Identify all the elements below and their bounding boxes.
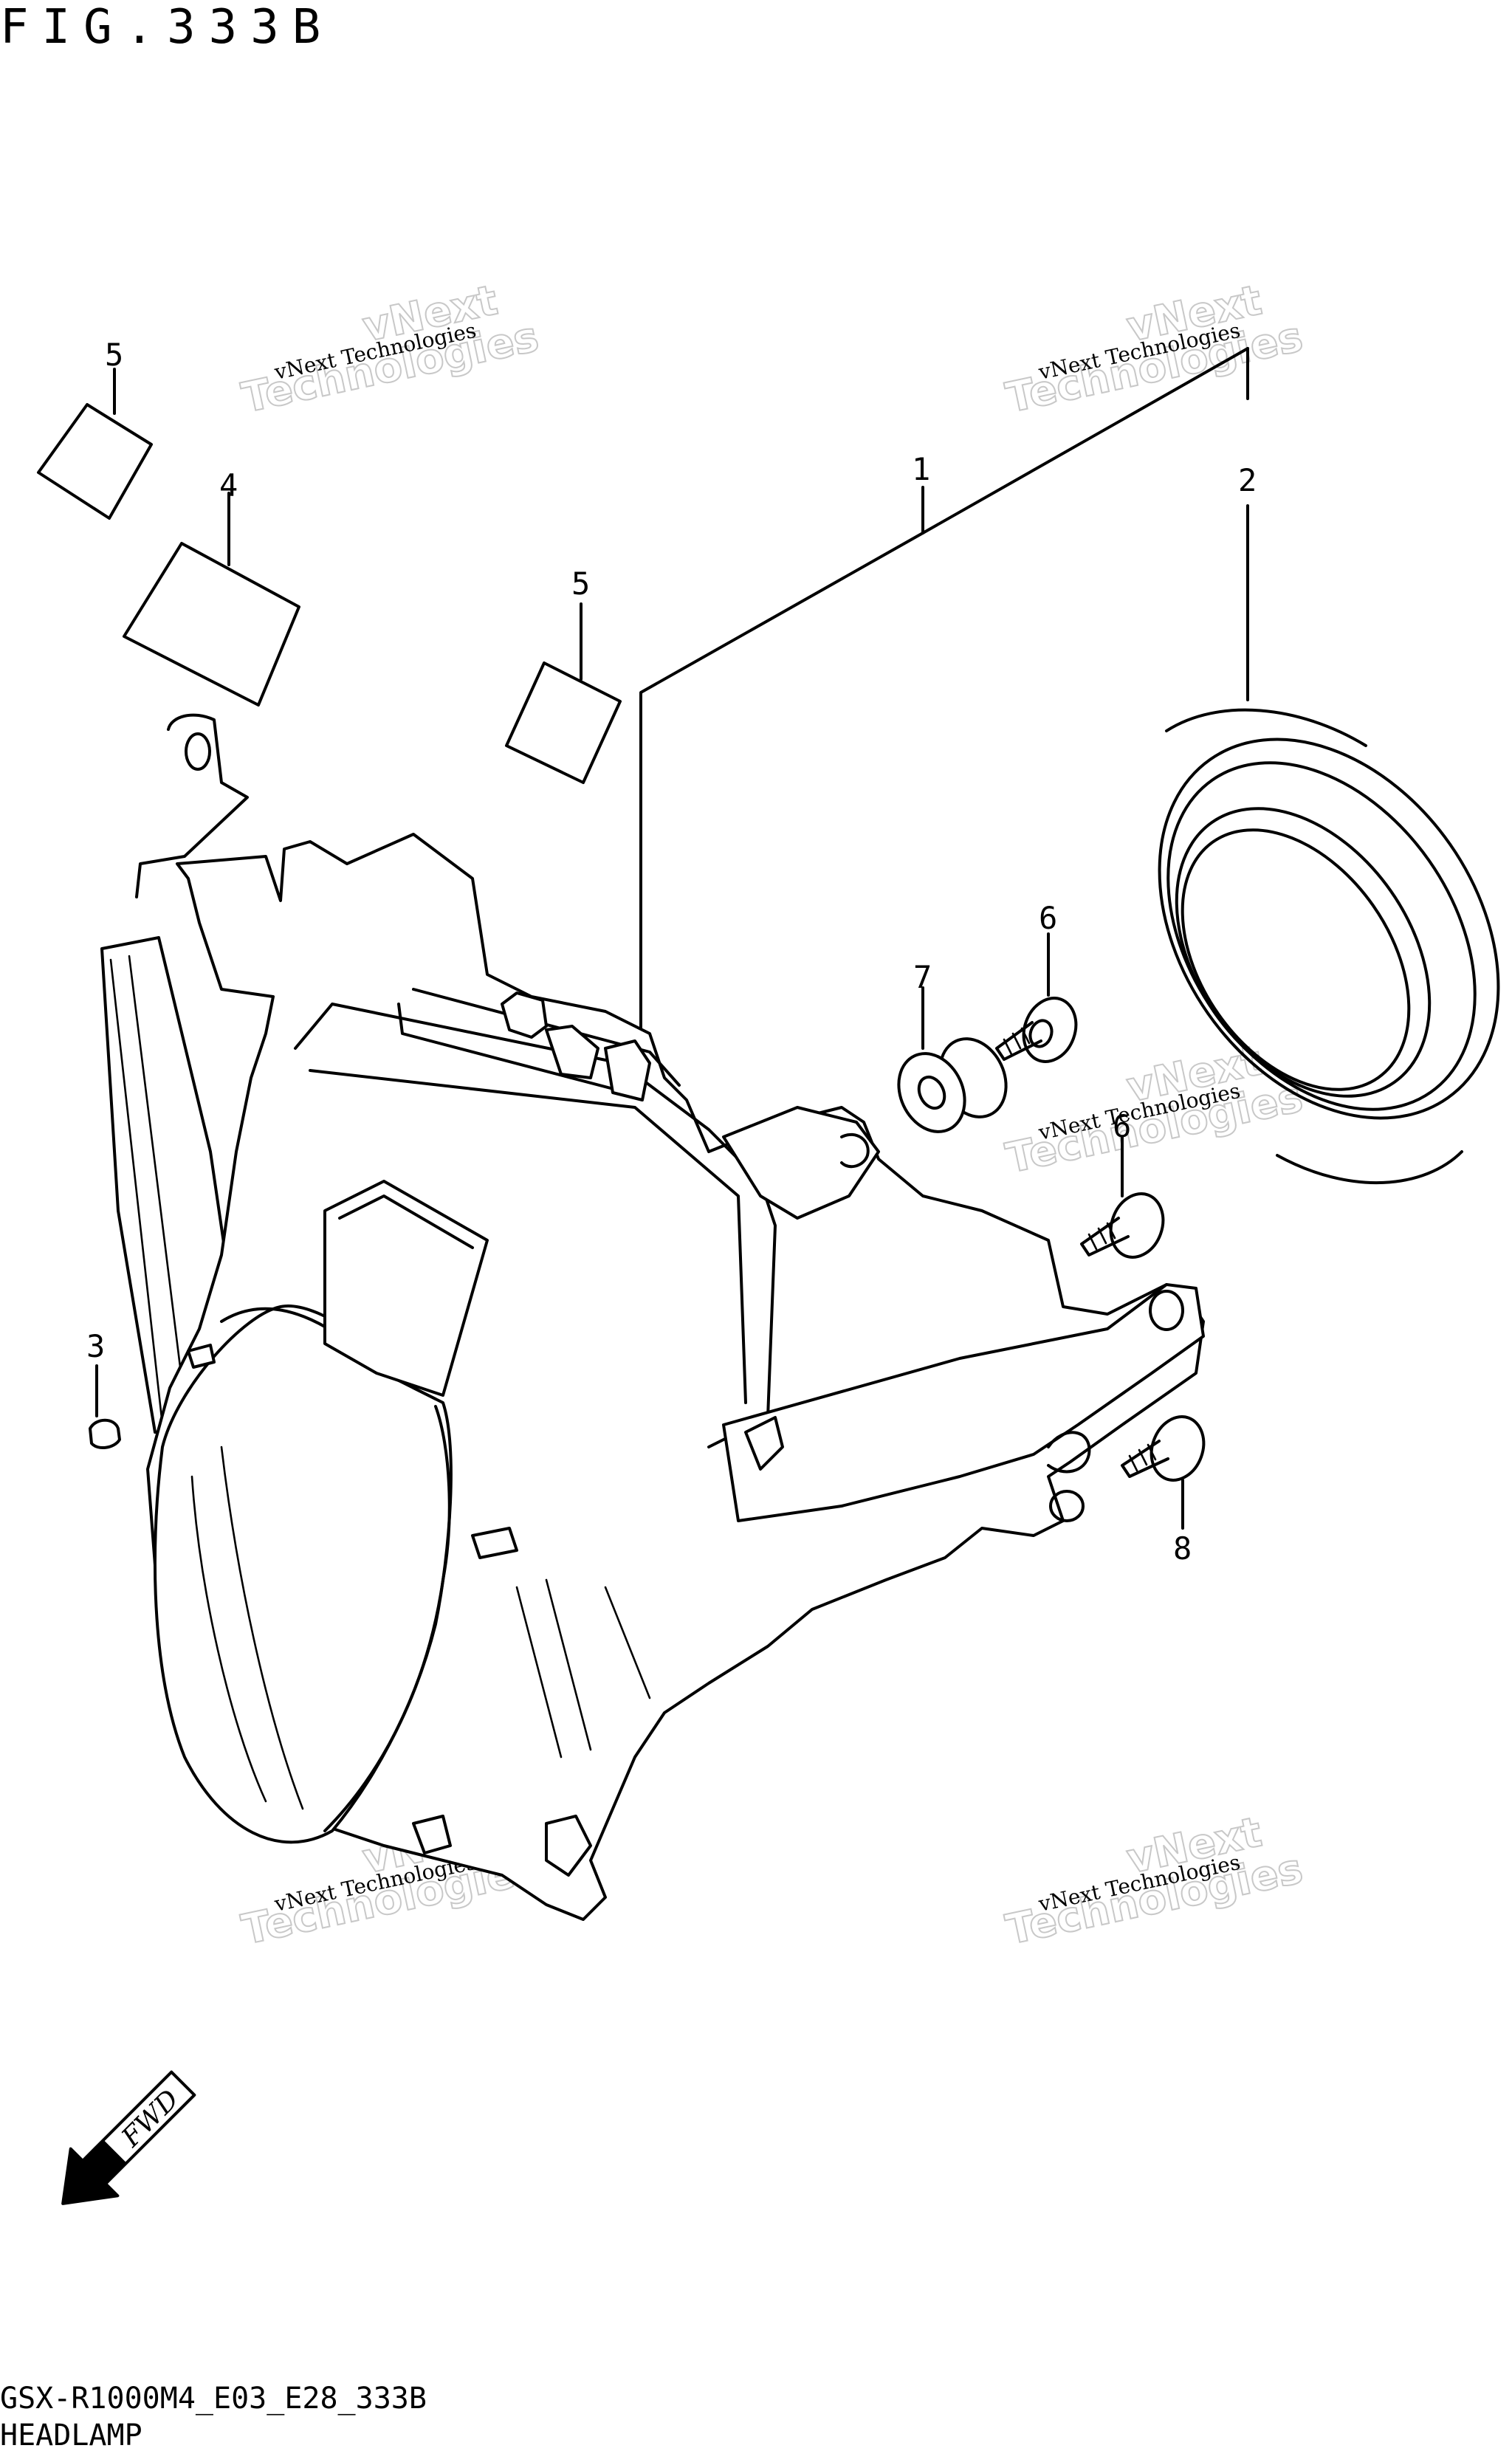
part-6-screw-lower: 6 [1080, 1108, 1165, 1259]
headlamp-assembly [100, 713, 1205, 1921]
figure-title: FIG.333B [0, 0, 334, 55]
callout-6: 6 [1039, 900, 1057, 936]
part-5-label-sticker-middle: 5 [505, 566, 622, 784]
callout-8: 8 [1173, 1530, 1192, 1567]
part-3-plug: 3 [86, 1328, 121, 1449]
callout-6: 6 [1113, 1108, 1131, 1144]
callout-5: 5 [105, 337, 123, 373]
part-2-headlamp-rim [1158, 708, 1500, 1185]
callout-2: 2 [1238, 462, 1257, 498]
fwd-arrow-icon: FWD [61, 2070, 196, 2205]
model-code: GSX-R1000M4_E03_E28_333B [0, 2382, 427, 2416]
watermark: Technologies vNext vNext Technologies [237, 275, 543, 423]
part-7-grommet: 7 [897, 959, 1008, 1133]
part-8-screw: 8 [1121, 1415, 1206, 1567]
callout-7: 7 [913, 959, 932, 995]
watermark: Technologies vNext vNext Technologies [1001, 275, 1307, 423]
leader-1-2: 1 2 [639, 347, 1257, 1046]
callout-3: 3 [86, 1328, 105, 1364]
part-6-screw: 6 [995, 900, 1078, 1063]
part-4-label-sticker: 4 [123, 467, 300, 707]
callout-1: 1 [912, 451, 930, 487]
part-5-label-sticker: 5 [37, 337, 153, 520]
watermark: Technologies vNext vNext Technologies [1001, 1807, 1307, 1955]
section-name: HEADLAMP [0, 2419, 142, 2451]
callout-4: 4 [219, 467, 238, 503]
callout-5: 5 [571, 566, 590, 602]
